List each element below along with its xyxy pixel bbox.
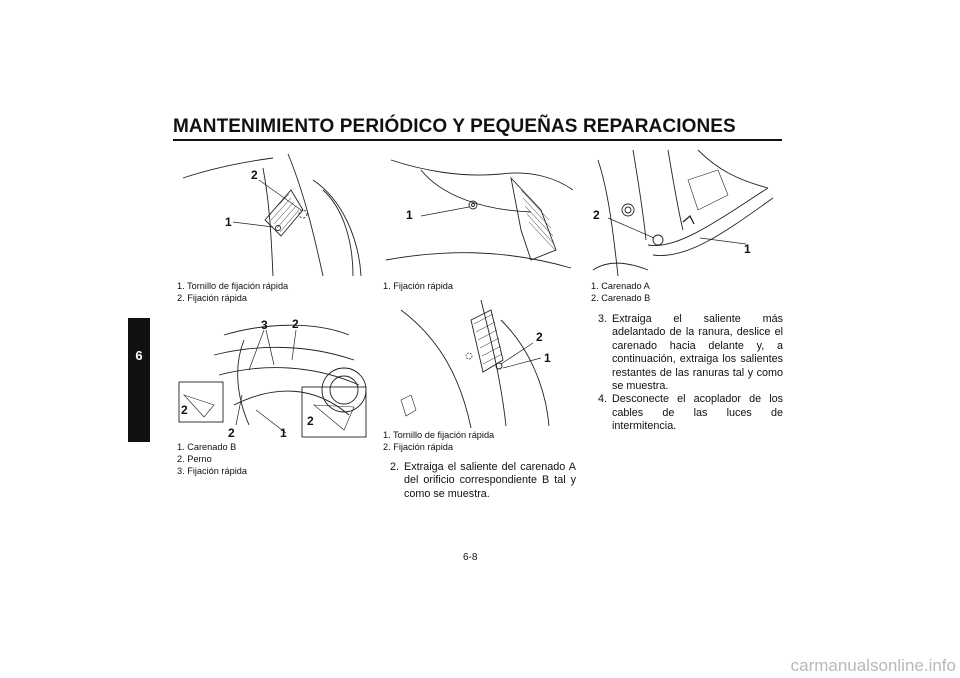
step-3: 3. Extraiga el saliente más adelantado d… <box>589 313 783 393</box>
figure-fairing-a-b: 2 1 <box>588 150 782 280</box>
callout-2: 2 <box>228 426 235 440</box>
steps-right: 3. Extraiga el saliente más adelantado d… <box>589 313 783 434</box>
callout-2: 2 <box>307 414 314 428</box>
step-number: 2. <box>390 461 400 473</box>
caption-line: 2. Fijación rápida <box>177 293 247 303</box>
step-number: 3. <box>598 313 608 325</box>
step-text: Extraiga el saliente del carenado A del … <box>404 461 576 500</box>
figure-3-caption: 1. Fijación rápida <box>383 280 453 292</box>
figure-quick-fastener-screw: 2 1 <box>173 150 369 280</box>
callout-1: 1 <box>544 351 551 365</box>
caption-line: 1. Carenado A <box>591 281 650 291</box>
caption-line: 2. Perno <box>177 454 212 464</box>
callout-1: 1 <box>280 426 287 440</box>
callout-2: 2 <box>292 317 299 331</box>
callout-1: 1 <box>225 215 232 229</box>
caption-line: 3. Fijación rápida <box>177 466 247 476</box>
figure-1-caption: 1. Tornillo de fijación rápida 2. Fijaci… <box>177 280 288 304</box>
caption-line: 2. Fijación rápida <box>383 442 453 452</box>
caption-line: 1. Tornillo de fijación rápida <box>177 281 289 291</box>
caption-line: 1. Fijación rápida <box>383 281 453 291</box>
callout-2: 2 <box>593 208 600 222</box>
step-number: 4. <box>598 393 608 406</box>
callout-2: 2 <box>536 330 543 344</box>
callout-1: 1 <box>406 208 413 222</box>
callout-3: 3 <box>261 318 268 332</box>
step-4: 4. Desconecte el acoplador de los cables… <box>589 393 783 433</box>
step-text: Extraiga el saliente más adelantado de l… <box>612 313 783 393</box>
callout-2: 2 <box>251 168 258 182</box>
callout-2: 2 <box>181 403 188 417</box>
figure-2-caption: 1. Carenado B 2. Perno 3. Fijación rápid… <box>177 441 247 477</box>
figure-5-caption: 1. Carenado A 2. Carenado B <box>591 280 650 304</box>
caption-line: 1. Tornillo de fijación rápida <box>383 430 495 440</box>
page-number: 6-8 <box>463 552 478 563</box>
steps-middle: 2. Extraiga el saliente del carenado A d… <box>381 461 576 501</box>
figure-quick-fastener: 1 <box>381 150 577 280</box>
chapter-number: 6 <box>135 348 143 363</box>
title-rule <box>173 139 782 141</box>
figure-fairing-b: 3 2 2 2 1 2 <box>174 315 370 440</box>
figure-quick-fastener-screw-2: 2 1 <box>381 300 577 428</box>
caption-line: 1. Carenado B <box>177 442 237 452</box>
chapter-tab: 6 <box>128 318 150 442</box>
watermark: carmanualsonline.info <box>790 656 956 675</box>
step-text: Desconecte el acoplador de los cables de… <box>612 393 783 433</box>
caption-line: 2. Carenado B <box>591 293 651 303</box>
callout-1: 1 <box>744 242 751 256</box>
page-title: MANTENIMIENTO PERIÓDICO Y PEQUEÑAS REPAR… <box>173 116 736 137</box>
figure-4-caption: 1. Tornillo de fijación rápida 2. Fijaci… <box>383 429 494 453</box>
step-2: 2. Extraiga el saliente del carenado A d… <box>381 461 576 501</box>
